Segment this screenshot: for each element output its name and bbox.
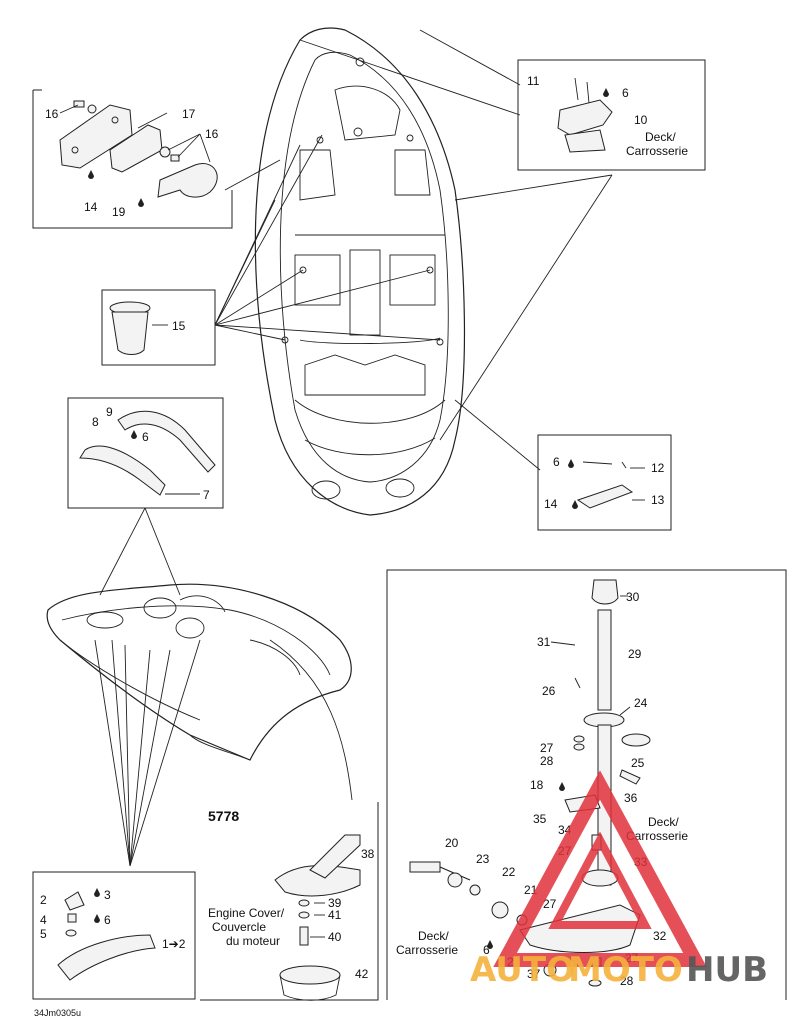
label-20: 20 — [445, 836, 459, 850]
engine-cover-fr2: du moteur — [226, 934, 280, 948]
label-9: 9 — [106, 405, 113, 419]
carrosserie-label-bottom: Carrosserie — [396, 943, 458, 957]
label-6-small: 6 — [104, 913, 111, 927]
label-22: 22 — [502, 865, 516, 879]
boat-side-view — [46, 507, 353, 867]
label-17: 17 — [182, 107, 196, 121]
label-30: 30 — [626, 590, 640, 604]
label-12: 12 — [651, 461, 665, 475]
diagram-code: 34Jm0305u — [34, 1008, 81, 1018]
label-6-right: 6 — [553, 455, 560, 469]
label-10: 10 — [634, 113, 648, 127]
grab-handle-small — [57, 934, 156, 981]
label-38: 38 — [361, 847, 375, 861]
label-14-right: 14 — [544, 497, 558, 511]
label-25: 25 — [631, 756, 645, 770]
deck-hull-drawing — [254, 27, 466, 516]
label-29: 29 — [628, 647, 642, 661]
cleat — [557, 99, 613, 136]
label-6: 6 — [622, 86, 629, 100]
shaft-29 — [597, 609, 612, 711]
label-41: 41 — [328, 908, 342, 922]
label-23: 23 — [476, 852, 490, 866]
disc-25 — [621, 733, 651, 747]
box-cup-holder: 15 — [101, 289, 216, 366]
label-6-handle: 6 — [142, 430, 149, 444]
bushing-33 — [581, 869, 619, 887]
label-32: 32 — [653, 929, 667, 943]
label-27-a: 27 — [540, 741, 554, 755]
label-18: 18 — [530, 778, 544, 792]
label-19: 19 — [112, 205, 126, 219]
label-39: 39 — [328, 896, 342, 910]
leader-lines-hull — [214, 29, 613, 471]
label-8: 8 — [92, 415, 99, 429]
label-14: 14 — [84, 200, 98, 214]
box-bracket-parts: 16 17 16 14 19 — [32, 89, 233, 229]
label-13: 13 — [651, 493, 665, 507]
label-15: 15 — [172, 319, 186, 333]
label-28-b: 28 — [620, 974, 634, 988]
carrosserie-label-steer: Carrosserie — [626, 829, 688, 843]
label-37: 37 — [527, 967, 541, 981]
label-7: 7 — [203, 488, 210, 502]
box-steering-column: 30 31 29 26 24 27 28 25 18 36 35 34 Deck… — [386, 569, 787, 1000]
box-small-parts: 2 3 4 6 5 1➔2 — [32, 871, 196, 1000]
watermark-moto: MOTO — [568, 950, 683, 990]
carrosserie-label-top: Carrosserie — [626, 144, 688, 158]
handle-upper — [117, 410, 216, 473]
label-4: 4 — [40, 913, 47, 927]
label-28-a: 28 — [540, 754, 554, 768]
box-grab-handle: 8 9 6 7 — [67, 397, 224, 509]
label-27-c: 27 — [543, 897, 557, 911]
engine-cover-fr1: Couvercle — [212, 920, 266, 934]
nut-16a — [73, 100, 85, 108]
panel-code: 5778 — [208, 808, 239, 824]
label-16b: 16 — [205, 127, 219, 141]
box-bracket-right: 6 12 14 13 — [537, 434, 672, 531]
handle-lower — [79, 445, 166, 496]
label-11: 11 — [527, 74, 540, 88]
engine-cover-en: Engine Cover/ — [208, 906, 285, 920]
label-5: 5 — [40, 927, 47, 941]
hose-clamp — [279, 965, 341, 985]
label-16: 16 — [45, 107, 59, 121]
watermark-auto: AUTO — [470, 950, 575, 990]
box-cleat-parts: 11 6 10 Deck/ Carrosserie — [517, 59, 706, 171]
label-42: 42 — [355, 967, 369, 981]
deck-label-top: Deck/ — [645, 130, 676, 144]
label-24: 24 — [634, 696, 648, 710]
deck-label-bottom: Deck/ — [418, 929, 449, 943]
arrow-note: 1➔2 — [162, 937, 186, 951]
label-40: 40 — [328, 930, 342, 944]
label-26: 26 — [542, 684, 556, 698]
strip — [576, 484, 634, 509]
label-35: 35 — [533, 812, 547, 826]
label-2: 2 — [40, 893, 47, 907]
deck-label-steer: Deck/ — [648, 815, 679, 829]
box-engine-cover: 5778 38 39 41 40 42 Engine Cover/ Couver… — [200, 802, 379, 1001]
label-3: 3 — [104, 888, 111, 902]
u-bolt — [157, 163, 218, 198]
label-6-steer: 6 — [483, 943, 490, 957]
watermark-logo: AUTO MOTO HUB — [470, 770, 768, 990]
cap-30 — [591, 579, 619, 605]
cover-plate — [274, 865, 361, 897]
watermark-hub: HUB — [686, 950, 768, 990]
label-31: 31 — [537, 635, 551, 649]
label-36: 36 — [624, 791, 638, 805]
